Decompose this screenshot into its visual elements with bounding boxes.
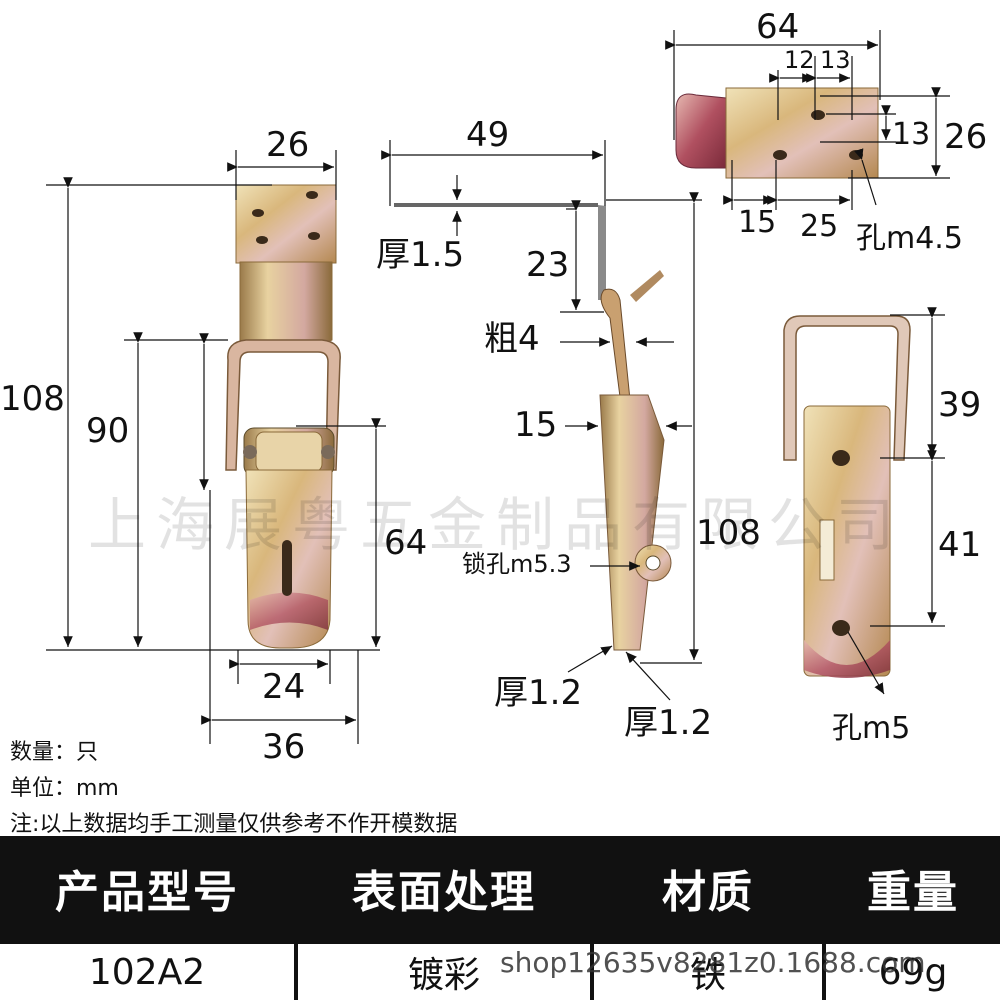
front-dim-90: 90	[86, 411, 130, 451]
top-plate-hole	[811, 110, 825, 120]
note-remark: 注:以上数据均手工测量仅供参考不作开模数据	[10, 812, 458, 837]
side-wire-4: 粗4	[484, 319, 540, 359]
header-weight: 重量	[867, 867, 959, 918]
top-dim-13-right: 13	[892, 117, 931, 152]
top-plate-hole	[849, 150, 863, 160]
top-plate-latch	[675, 87, 879, 179]
front-plate-hole	[308, 232, 320, 240]
top-dim-15: 15	[738, 205, 777, 240]
front-slot	[282, 540, 292, 596]
side-dim-15: 15	[514, 405, 558, 445]
front-dim-64: 64	[384, 523, 428, 563]
back-hole-top	[832, 450, 850, 466]
note-unit: 单位：mm	[10, 776, 119, 801]
side-dim-49: 49	[466, 115, 510, 155]
side-thickness-1-5: 厚1.5	[376, 235, 465, 275]
note-quantity: 数量：只	[10, 740, 99, 765]
side-thickness-1-2-a: 厚1.2	[494, 673, 583, 713]
front-plate-hole	[252, 209, 264, 217]
front-view-dimensions	[46, 150, 386, 744]
side-view-dimensions	[381, 140, 702, 701]
top-dim-64: 64	[756, 7, 800, 47]
value-weight: 69g	[826, 944, 1000, 1000]
top-dim-25: 25	[800, 209, 839, 244]
top-plate-hole	[773, 150, 787, 160]
side-lock-hole: 锁孔m5.3	[462, 550, 572, 578]
back-slot	[819, 519, 835, 581]
front-dim-36: 36	[262, 727, 306, 767]
back-dim-41: 41	[938, 525, 982, 565]
header-material: 材质	[662, 867, 754, 918]
top-plate-curl	[675, 93, 727, 169]
technical-drawing	[46, 30, 950, 744]
shop-watermark: shop12635v8281z0.1688.com	[500, 946, 926, 979]
value-finish: 镀彩	[298, 944, 590, 1000]
back-dim-39: 39	[938, 385, 982, 425]
side-dim-108: 108	[696, 513, 761, 553]
back-wire-loop	[783, 315, 911, 461]
header-model: 产品型号	[55, 867, 239, 918]
back-view-dimensions	[847, 307, 945, 695]
front-view-latch	[225, 184, 341, 649]
spec-table: 产品型号 表面处理 材质 重量 102A2 镀彩 铁 69g	[0, 836, 1000, 1000]
front-rivet	[321, 445, 335, 459]
header-finish: 表面处理	[352, 867, 536, 918]
back-hole-bottom	[832, 620, 850, 636]
top-plate-body	[725, 87, 879, 179]
front-hinge-body	[239, 261, 333, 351]
value-material: 铁	[594, 944, 822, 1000]
front-top-plate	[235, 184, 337, 264]
top-dim-26: 26	[944, 117, 988, 157]
front-rivet	[243, 445, 257, 459]
front-dim-24: 24	[262, 667, 306, 707]
front-dim-108: 108	[0, 379, 65, 419]
back-view-latch	[783, 315, 911, 678]
back-hole-m5: 孔m5	[832, 711, 911, 746]
side-view-latch	[394, 203, 672, 651]
top-hole-m4-5: 孔m4.5	[856, 221, 963, 256]
value-model: 102A2	[0, 944, 294, 1000]
company-watermark: 上海展粤五金制品有限公司	[88, 491, 905, 559]
front-dim-26: 26	[266, 125, 310, 165]
top-dim-12: 12	[784, 46, 815, 74]
top-plate-dimensions	[665, 30, 950, 210]
front-plate-hole	[306, 191, 318, 199]
side-thickness-1-2-b: 厚1.2	[624, 703, 713, 743]
front-plate-hole	[256, 236, 268, 244]
side-dim-23: 23	[526, 245, 570, 285]
top-dim-13-top: 13	[820, 46, 851, 74]
